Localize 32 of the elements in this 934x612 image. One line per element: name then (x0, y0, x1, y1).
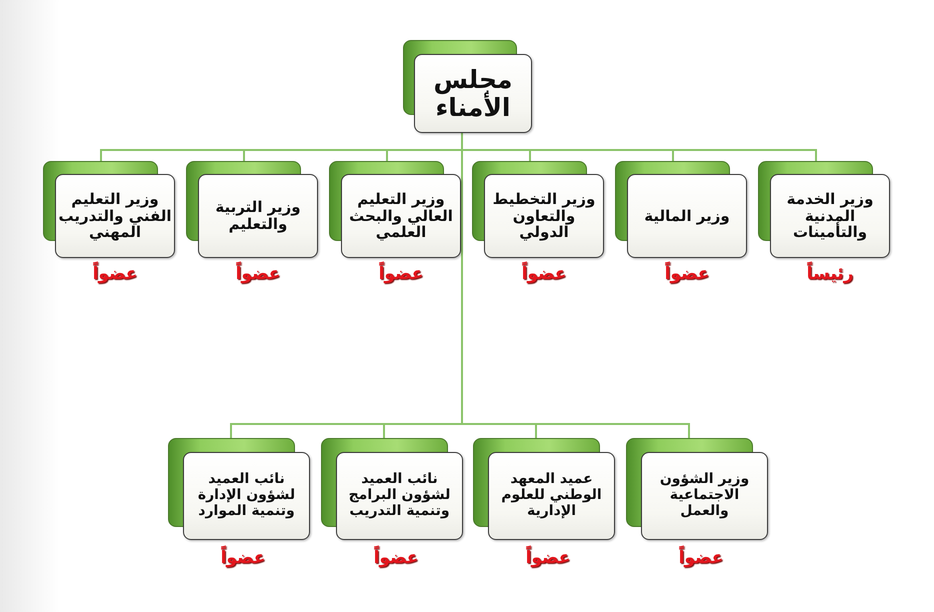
role-label: عضواً (374, 548, 418, 568)
org-chart-box (403, 40, 532, 133)
role-label: رئيساً (806, 264, 854, 284)
role-label: عضواً (220, 548, 266, 568)
box-title: وزير التعليم الفني والتدريب المهني (58, 190, 172, 242)
box-title: وزير التربية والتعليم (214, 199, 302, 233)
role-label: عضواً (522, 264, 566, 284)
org-chart-box (615, 161, 747, 258)
box-title: نائب العميد لشؤون البرامج وتنمية التدريب (348, 472, 452, 520)
role-label: عضواً (526, 548, 570, 568)
box-title: نائب العميد لشؤون الإدارة وتنمية الموارد (196, 472, 296, 520)
org-chart-box (43, 161, 175, 258)
org-chart-box (626, 438, 768, 540)
org-chart-box (473, 438, 615, 540)
box-title: وزير التعليم العالي والبحث العلمي (348, 190, 454, 242)
org-chart-box (186, 161, 318, 258)
box-title: وزير الشؤون الاجتماعية والعمل (658, 472, 750, 520)
box-title: مجلس الأمناء (432, 66, 514, 122)
box-title: وزير التخطيط والتعاون الدولي (492, 190, 596, 242)
org-chart-box (321, 438, 463, 540)
box-title: وزير الخدمة المدنية والتأمينات (786, 190, 874, 242)
role-label: عضواً (678, 548, 724, 568)
role-label: عضواً (378, 264, 424, 284)
org-chart-box (758, 161, 890, 258)
role-label: عضواً (664, 264, 710, 284)
org-chart-box (329, 161, 461, 258)
box-title: وزير المالية (644, 208, 730, 224)
role-label: عضواً (92, 264, 138, 284)
org-chart-box (472, 161, 604, 258)
org-chart-box (168, 438, 310, 540)
box-title: عميد المعهد الوطني للعلوم الإدارية (500, 472, 603, 520)
role-label: عضواً (236, 264, 280, 284)
